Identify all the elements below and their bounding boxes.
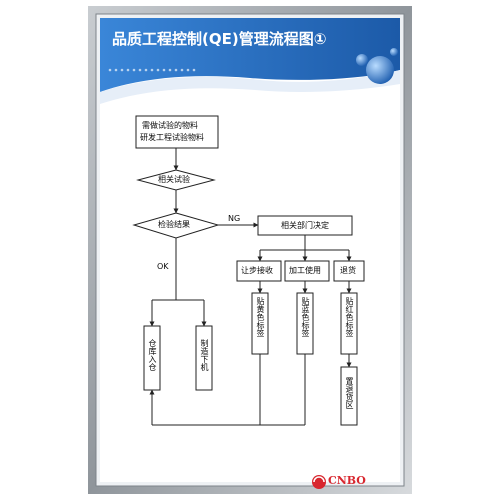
sticker-yellow-label: 贴黄色标签 [256, 297, 265, 337]
action-concession-label: 让步接收 [241, 266, 273, 275]
start-box [135, 115, 219, 149]
inspect-diamond-label: 检验结果 [158, 220, 190, 229]
action-return-label: 退货 [340, 266, 356, 275]
flow-connectors [149, 148, 352, 426]
test-diamond-label: 相关试验 [158, 175, 190, 184]
sticker-box-blue [296, 292, 314, 355]
title-banner [100, 18, 400, 92]
brand-logo [312, 475, 326, 489]
brand-name: CNBO [328, 474, 366, 487]
sticker-red-label: 贴红色标签 [345, 297, 354, 337]
return-area-box [340, 366, 358, 426]
return-area-label: 置退货区 [345, 377, 354, 409]
start-box-line2: 研发工程试验物料 [140, 133, 204, 142]
sticker-blue-label: 贴蓝色标签 [301, 297, 310, 337]
warehouse-box [143, 325, 161, 391]
action-box-process [284, 260, 330, 282]
decor-sphere-small [356, 54, 368, 66]
branch-ng-label: NG [228, 214, 241, 223]
start-box-line1: 需做试验的物料 [142, 121, 198, 130]
production-label: 制造下机 [200, 339, 209, 371]
warehouse-label: 仓库入仓 [148, 339, 157, 371]
test-diamond [136, 169, 216, 191]
action-process-label: 加工使用 [289, 266, 321, 275]
dept-box [257, 215, 353, 236]
production-box [195, 325, 213, 391]
banner-dots [108, 68, 196, 72]
sticker-box-red [340, 292, 358, 355]
action-box-return [333, 260, 365, 282]
dept-box-label: 相关部门决定 [281, 221, 329, 230]
decor-sphere-large [366, 56, 394, 84]
poster-title: 品质工程控制(QE)管理流程图① [112, 30, 327, 48]
action-box-concession [236, 260, 282, 282]
inspect-diamond [132, 212, 220, 239]
branch-ok-label: OK [157, 262, 169, 271]
sticker-box-yellow [251, 292, 269, 355]
